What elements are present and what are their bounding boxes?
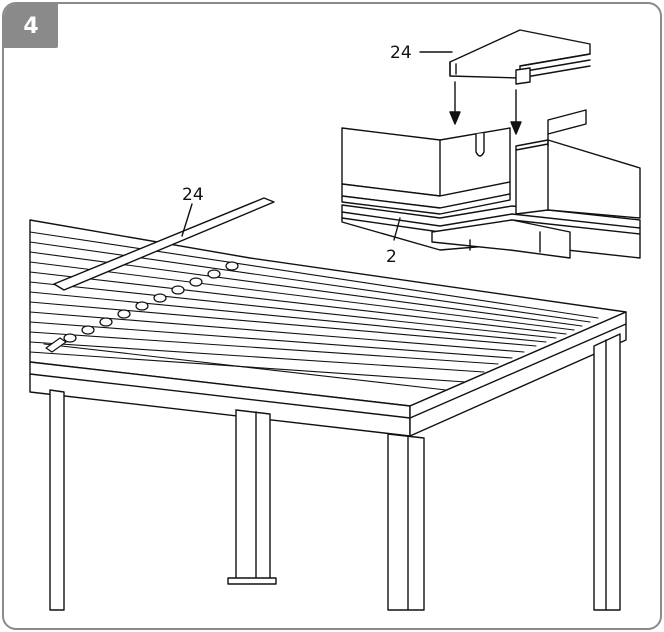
detail-view [341, 29, 641, 259]
callout-2-beam: 2 [386, 247, 397, 267]
callout-24-roof: 24 [182, 185, 204, 205]
callout-24-top: 24 [390, 43, 412, 63]
pergola-view [29, 197, 627, 611]
step-number-badge: 4 [4, 4, 58, 48]
